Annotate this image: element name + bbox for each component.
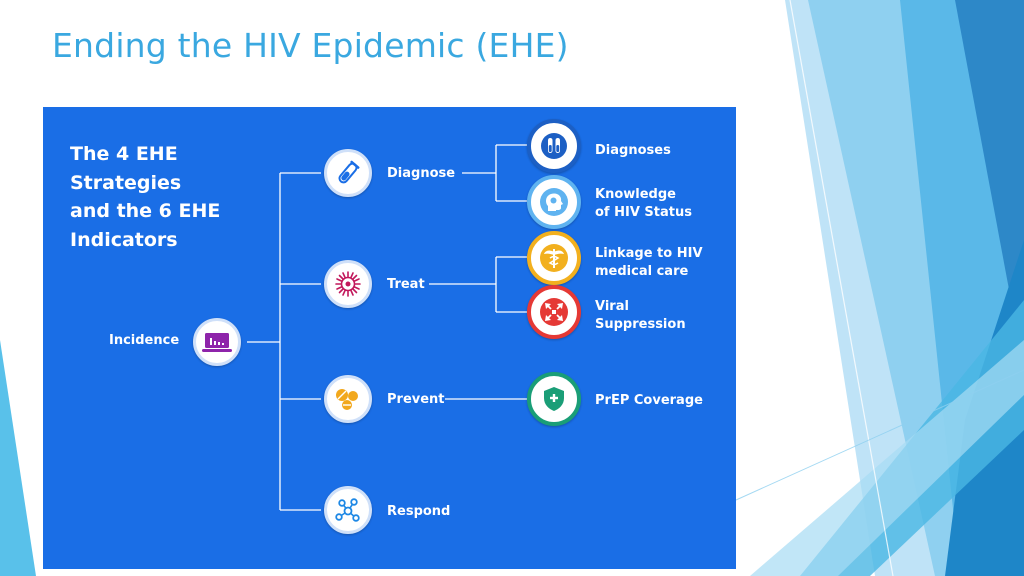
test-tube-icon bbox=[338, 160, 360, 184]
network-icon bbox=[335, 498, 360, 522]
connector-lines bbox=[247, 144, 527, 511]
virus-cell-icon bbox=[335, 271, 361, 297]
head-profile-icon bbox=[540, 188, 568, 216]
test-tubes-icon bbox=[541, 133, 567, 159]
indicator-node-linkage bbox=[527, 231, 581, 285]
indicator-node-prep-coverage bbox=[527, 372, 581, 426]
indicator-label-prep-coverage: PrEP Coverage bbox=[595, 392, 703, 410]
heading-line: Indicators bbox=[70, 228, 178, 251]
pills-icon bbox=[336, 389, 358, 410]
indicator-label-diagnoses: Diagnoses bbox=[595, 142, 671, 160]
indicator-label-line: of HIV Status bbox=[595, 205, 692, 220]
laptop-chart-icon bbox=[202, 333, 232, 352]
slide-title: Ending the HIV Epidemic (EHE) bbox=[52, 26, 569, 65]
strategy-node-treat bbox=[324, 260, 372, 308]
indicator-label-line: Viral bbox=[595, 299, 629, 314]
strategy-node-prevent bbox=[324, 375, 372, 423]
root-node-incidence bbox=[193, 318, 241, 366]
strategy-label-diagnose: Diagnose bbox=[387, 166, 456, 181]
strategy-label-respond: Respond bbox=[387, 504, 451, 519]
strategy-node-respond bbox=[324, 486, 372, 534]
indicator-label-line: medical care bbox=[595, 264, 689, 279]
indicator-label-line: PrEP Coverage bbox=[595, 393, 703, 408]
indicator-node-viral-suppression bbox=[527, 285, 581, 339]
indicator-label-line: Linkage to HIV bbox=[595, 246, 703, 261]
indicator-label-viral-suppression: Viral Suppression bbox=[595, 298, 686, 334]
heading-line: Strategies bbox=[70, 171, 182, 194]
heading-line: The 4 EHE bbox=[70, 143, 178, 165]
strategy-node-diagnose bbox=[324, 149, 372, 197]
strategy-label-treat: Treat bbox=[387, 277, 425, 292]
indicator-label-knowledge: Knowledge of HIV Status bbox=[595, 186, 692, 222]
diagram-heading: The 4 EHE Strategies and the 6 EHE Indic… bbox=[70, 140, 220, 254]
caduceus-icon bbox=[540, 244, 568, 272]
strategy-label-prevent: Prevent bbox=[387, 392, 445, 407]
indicator-label-line: Suppression bbox=[595, 317, 686, 332]
indicator-node-diagnoses bbox=[527, 119, 581, 173]
indicator-node-knowledge bbox=[527, 175, 581, 229]
indicator-label-line: Diagnoses bbox=[595, 143, 671, 158]
root-label-incidence: Incidence bbox=[109, 333, 180, 348]
indicator-label-line: Knowledge bbox=[595, 187, 676, 202]
ehe-diagram-panel: The 4 EHE Strategies and the 6 EHE Indic… bbox=[43, 107, 736, 569]
indicator-label-linkage: Linkage to HIV medical care bbox=[595, 245, 703, 281]
shield-icon bbox=[544, 387, 564, 411]
converging-arrows-icon bbox=[540, 298, 568, 326]
heading-line: and the 6 EHE bbox=[70, 200, 221, 222]
